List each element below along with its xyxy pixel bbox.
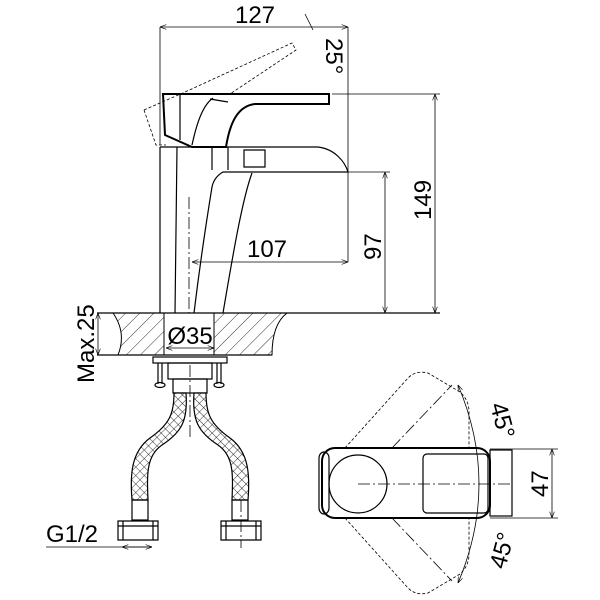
dim-spout-reach: 107	[247, 236, 287, 263]
dim-rotation-right: 45°	[485, 530, 520, 572]
rotated-handle-lower	[344, 517, 470, 595]
countertop-right	[213, 312, 289, 356]
countertop-left	[112, 312, 165, 356]
top-view: 47 45° 45°	[318, 371, 558, 595]
dim-max-counter: Max.25	[73, 304, 100, 383]
dim-handle-angle: 25°	[320, 38, 347, 74]
dim-total-height: 149	[410, 180, 437, 220]
dim-hole-diameter: Ø35	[167, 323, 212, 350]
rotated-handle-upper	[344, 371, 470, 449]
raised-handle-outline	[143, 42, 297, 146]
dim-body-width: 47	[527, 470, 554, 497]
dim-total-width: 127	[235, 2, 275, 29]
top-body	[321, 447, 491, 519]
hose-left	[130, 392, 187, 501]
hose-right	[193, 392, 250, 501]
hose-nut-left	[117, 520, 159, 541]
dim-thread: G1/2	[46, 521, 98, 548]
spout	[193, 146, 349, 314]
dim-rotation-left: 45°	[484, 400, 519, 442]
dim-spout-height: 97	[360, 233, 387, 260]
handle	[161, 93, 330, 148]
side-view: 127 25° 149 97 107 Max.25 Ø35 G1/2	[46, 2, 440, 548]
faucet-body	[159, 146, 231, 314]
